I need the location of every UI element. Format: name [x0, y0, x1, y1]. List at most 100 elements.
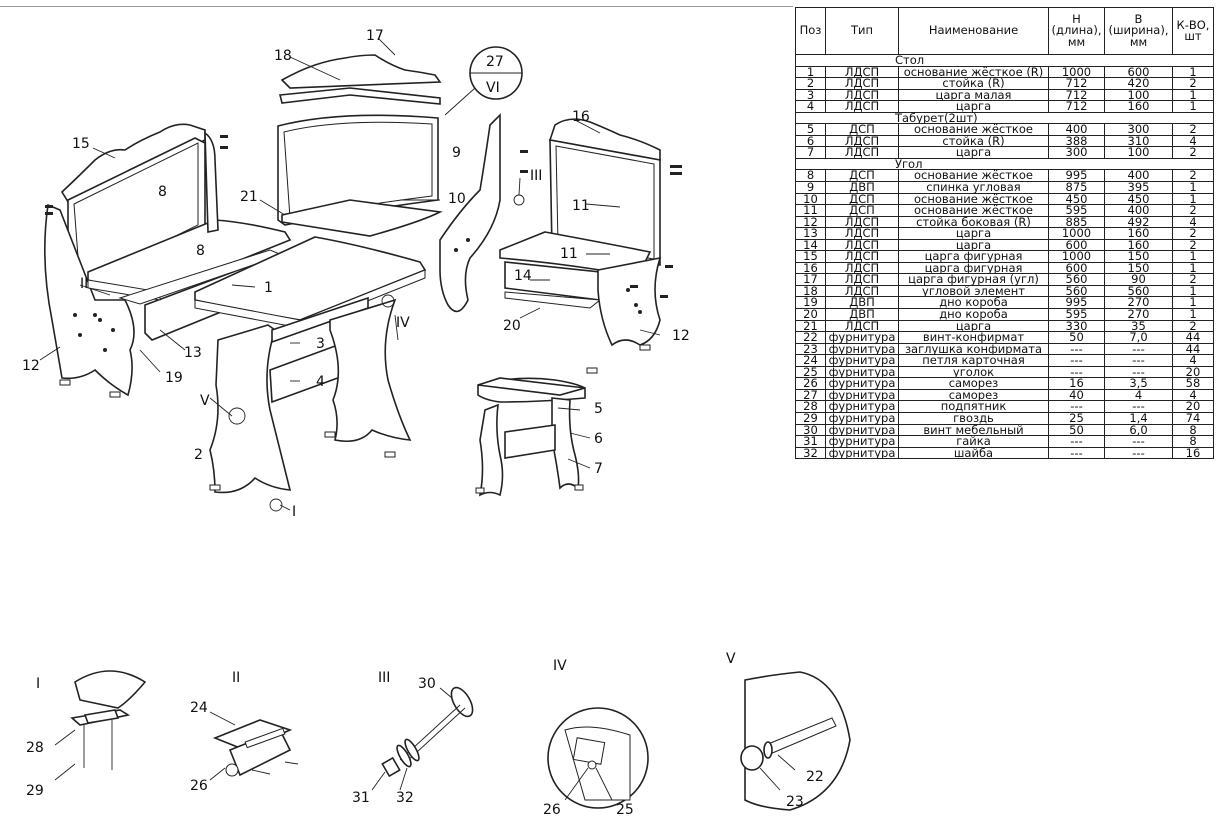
bench-right — [439, 113, 682, 374]
cell-length: 600 — [1048, 238, 1105, 252]
cell-pos: 12 — [795, 215, 826, 229]
cell-type: ЛДСП — [825, 77, 899, 90]
part-label-6: 6 — [594, 431, 603, 447]
detail-iv: IV 26 25 — [543, 658, 649, 818]
cell-qty: 4 — [1172, 354, 1214, 367]
part-label-21: 21 — [240, 189, 258, 205]
detail-iii-label-31: 31 — [352, 790, 370, 806]
cell-name: царга фигурная — [898, 261, 1049, 275]
cell-pos: 23 — [795, 342, 826, 356]
cell-length: 1000 — [1048, 227, 1105, 240]
cell-pos: 4 — [795, 100, 826, 113]
cell-pos: 31 — [795, 435, 826, 448]
cell-qty: 74 — [1172, 411, 1214, 425]
cell-width: 150 — [1104, 250, 1173, 263]
cell-pos: 6 — [795, 134, 826, 148]
cell-width: 160 — [1104, 227, 1173, 240]
detail-iii: III 30 31 32 — [352, 670, 474, 806]
cell-type: ЛДСП — [825, 273, 899, 286]
cell-length: 885 — [1048, 215, 1105, 229]
cell-pos: 21 — [795, 319, 826, 333]
cell-width: 420 — [1104, 77, 1173, 90]
cell-width: --- — [1104, 400, 1173, 413]
cell-type: ЛДСП — [825, 65, 899, 79]
cell-width: 270 — [1104, 296, 1173, 310]
cell-qty: 1 — [1172, 88, 1214, 102]
cell-length: 595 — [1048, 308, 1105, 321]
cell-qty: 44 — [1172, 342, 1214, 356]
col-header-qty: К-ВО, шт — [1172, 7, 1214, 55]
detail-ii-label-24: 24 — [190, 700, 208, 716]
assembly-drawing: 27 VI 1 2 3 4 5 6 7 8 8 9 10 1 — [22, 28, 690, 520]
detail-iii-label-30: 30 — [418, 676, 436, 692]
cell-pos: 22 — [795, 331, 826, 344]
detail-iii-title: III — [378, 670, 390, 686]
cell-type: фурнитура — [825, 331, 899, 344]
cell-width: 395 — [1104, 181, 1173, 194]
spec-table-header: Поз Тип Наименование Н (длина), мм В (ши… — [795, 7, 1214, 55]
cell-name: угловой элемент — [898, 284, 1049, 298]
cell-type: ЛДСП — [825, 261, 899, 275]
cell-name: стойка (R) — [898, 77, 1049, 90]
cell-length: 595 — [1048, 204, 1105, 217]
cell-width: 35 — [1104, 319, 1173, 333]
detail-i-label-28: 28 — [26, 740, 44, 756]
specification-table: Поз Тип Наименование Н (длина), мм В (ши… — [795, 7, 1214, 460]
cell-length: 388 — [1048, 134, 1105, 148]
cell-length: 16 — [1048, 377, 1105, 390]
spec-section-title: Табурет(2шт) — [795, 111, 1214, 125]
detail-i: I 28 29 — [26, 670, 147, 799]
cell-length: 600 — [1048, 261, 1105, 275]
cell-qty: 2 — [1172, 227, 1214, 240]
cell-width: 100 — [1104, 88, 1173, 102]
part-label-7: 7 — [594, 461, 603, 477]
cell-qty: 44 — [1172, 331, 1214, 344]
cell-pos: 3 — [795, 88, 826, 102]
cell-name: стойка боковая (R) — [898, 215, 1049, 229]
cell-type: ЛДСП — [825, 134, 899, 148]
col-header-length: Н (длина), мм — [1048, 7, 1105, 55]
cell-qty: 4 — [1172, 388, 1214, 402]
cell-name: основание жёсткое — [898, 192, 1049, 206]
cell-pos: 13 — [795, 227, 826, 240]
stool — [475, 377, 586, 497]
detail-iv-label-25: 25 — [616, 802, 634, 818]
cell-type: фурнитура — [825, 400, 899, 413]
cell-name: спинка угловая — [898, 181, 1049, 194]
part-label-18: 18 — [274, 48, 292, 64]
cell-qty: 1 — [1172, 308, 1214, 321]
view-marker-i: I — [292, 504, 296, 520]
cell-pos: 28 — [795, 400, 826, 413]
view-marker-v: V — [200, 393, 210, 409]
cell-width: 4 — [1104, 388, 1173, 402]
specification-table-wrap: Поз Тип Наименование Н (длина), мм В (ши… — [795, 7, 1214, 460]
cell-qty: 20 — [1172, 400, 1214, 413]
cell-width: 160 — [1104, 100, 1173, 113]
cell-type: ДСП — [825, 204, 899, 217]
detail-ii-label-26: 26 — [190, 778, 208, 794]
cell-width: 1,4 — [1104, 411, 1173, 425]
cell-qty: 1 — [1172, 192, 1214, 206]
part-label-15: 15 — [72, 136, 90, 152]
cell-width: --- — [1104, 365, 1173, 379]
cell-qty: 1 — [1172, 100, 1214, 113]
detail-iv-title: IV — [553, 658, 567, 674]
cell-pos: 14 — [795, 238, 826, 252]
cell-name: заглушка конфирмата — [898, 342, 1049, 356]
cell-width: 90 — [1104, 273, 1173, 286]
callout-number: 27 — [486, 54, 504, 70]
cell-type: ЛДСП — [825, 215, 899, 229]
cell-pos: 2 — [795, 77, 826, 90]
